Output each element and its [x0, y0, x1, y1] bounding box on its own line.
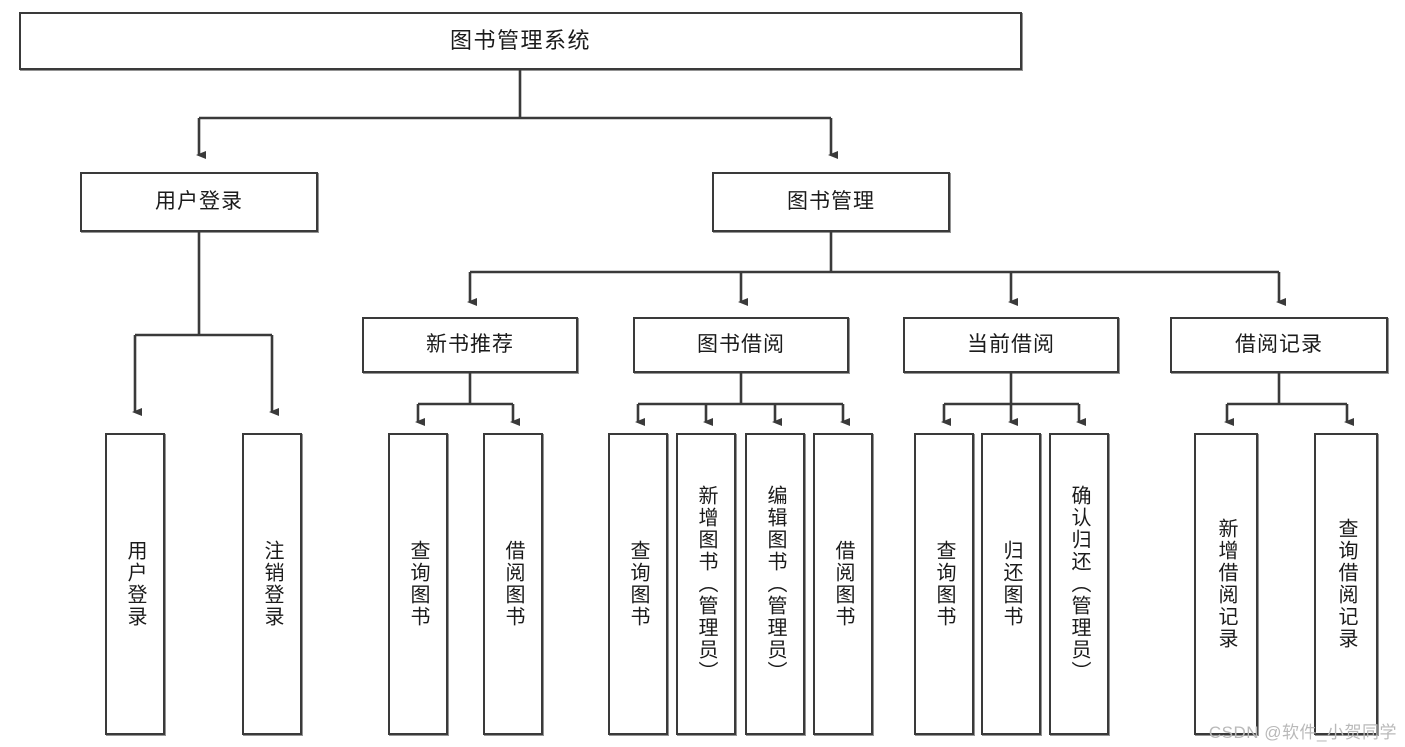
node-label: 当前借阅	[967, 332, 1055, 356]
node-root-system[interactable]: 图书管理系统	[19, 12, 1022, 70]
node-label: 注销登录	[261, 540, 283, 628]
node-current-borrow[interactable]: 当前借阅	[903, 317, 1119, 373]
node-label: 用户登录	[155, 189, 243, 213]
node-label: 新增借阅记录	[1215, 518, 1237, 650]
leaf-borrow-record-add[interactable]: 新增借阅记录	[1194, 433, 1258, 735]
node-book-management[interactable]: 图书管理	[712, 172, 950, 232]
node-borrow-record[interactable]: 借阅记录	[1170, 317, 1388, 373]
leaf-book-borrow-borrow[interactable]: 借阅图书	[813, 433, 873, 735]
node-label: 查询图书	[407, 540, 429, 628]
node-label: 新书推荐	[426, 332, 514, 356]
leaf-book-borrow-add[interactable]: 新增图书（管理员）	[676, 433, 736, 735]
node-label: 查询图书	[933, 540, 955, 628]
node-label: 借阅图书	[502, 540, 524, 628]
node-label: 用户登录	[124, 540, 146, 628]
node-new-book-recommend[interactable]: 新书推荐	[362, 317, 578, 373]
leaf-new-book-query[interactable]: 查询图书	[388, 433, 448, 735]
leaf-user-login-login[interactable]: 用户登录	[105, 433, 165, 735]
leaf-borrow-record-query[interactable]: 查询借阅记录	[1314, 433, 1378, 735]
node-label: 图书管理系统	[449, 28, 591, 54]
node-user-login[interactable]: 用户登录	[80, 172, 318, 232]
node-label: 图书管理	[787, 189, 875, 213]
leaf-book-borrow-query[interactable]: 查询图书	[608, 433, 668, 735]
leaf-book-borrow-edit[interactable]: 编辑图书（管理员）	[745, 433, 805, 735]
node-label: 查询图书	[627, 540, 649, 628]
node-book-borrow[interactable]: 图书借阅	[633, 317, 849, 373]
node-label: 借阅图书	[832, 540, 854, 628]
node-label: 图书借阅	[697, 332, 785, 356]
node-label: 新增图书（管理员）	[695, 485, 717, 683]
node-label: 归还图书	[1000, 540, 1022, 628]
node-label: 确认归还（管理员）	[1068, 485, 1090, 683]
node-label: 查询借阅记录	[1335, 518, 1357, 650]
leaf-current-borrow-query[interactable]: 查询图书	[914, 433, 974, 735]
node-label: 编辑图书（管理员）	[764, 485, 786, 683]
leaf-current-borrow-return[interactable]: 归还图书	[981, 433, 1041, 735]
leaf-user-login-logout[interactable]: 注销登录	[242, 433, 302, 735]
node-label: 借阅记录	[1235, 332, 1323, 356]
leaf-new-book-borrow[interactable]: 借阅图书	[483, 433, 543, 735]
leaf-current-borrow-confirm-return[interactable]: 确认归还（管理员）	[1049, 433, 1109, 735]
